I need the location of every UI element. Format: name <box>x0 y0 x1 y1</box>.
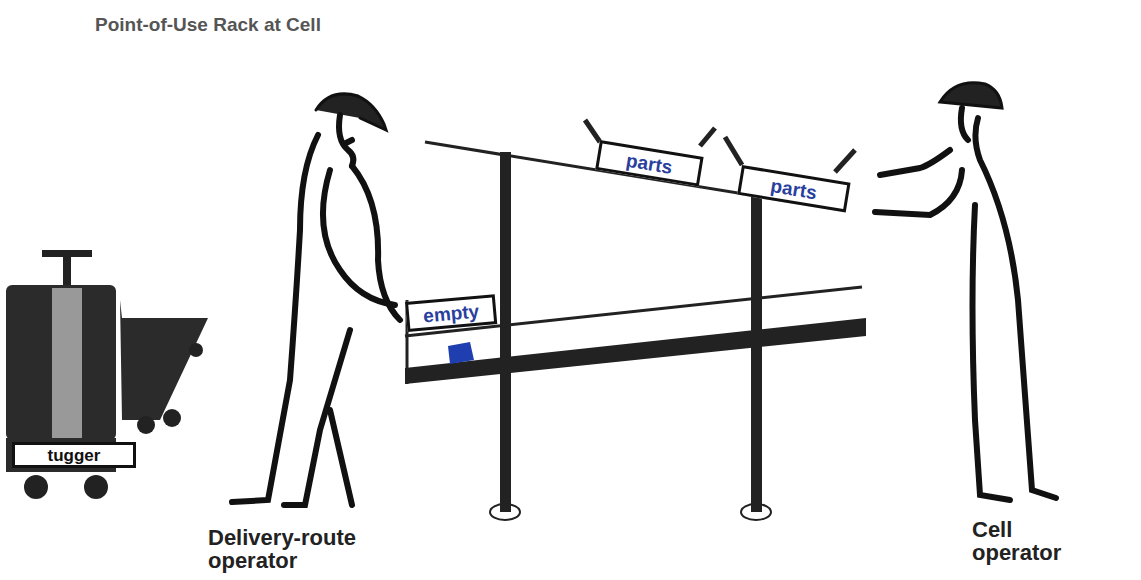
vehicle-label-box: tugger <box>12 442 136 468</box>
tugger-vehicle <box>6 250 208 499</box>
cell-operator-figure <box>875 83 1056 500</box>
diagram-title: Point-of-Use Rack at Cell <box>95 14 321 36</box>
bin-label: parts <box>625 150 674 176</box>
bin-label: parts <box>769 176 818 202</box>
operator-label: Delivery-route operator <box>208 526 408 572</box>
delivery-operator-figure <box>232 94 400 505</box>
bin-label: empty <box>422 301 479 325</box>
rack <box>405 120 866 520</box>
bin-label: tugger <box>48 447 101 464</box>
operator-label: Cell operator <box>972 518 1082 564</box>
